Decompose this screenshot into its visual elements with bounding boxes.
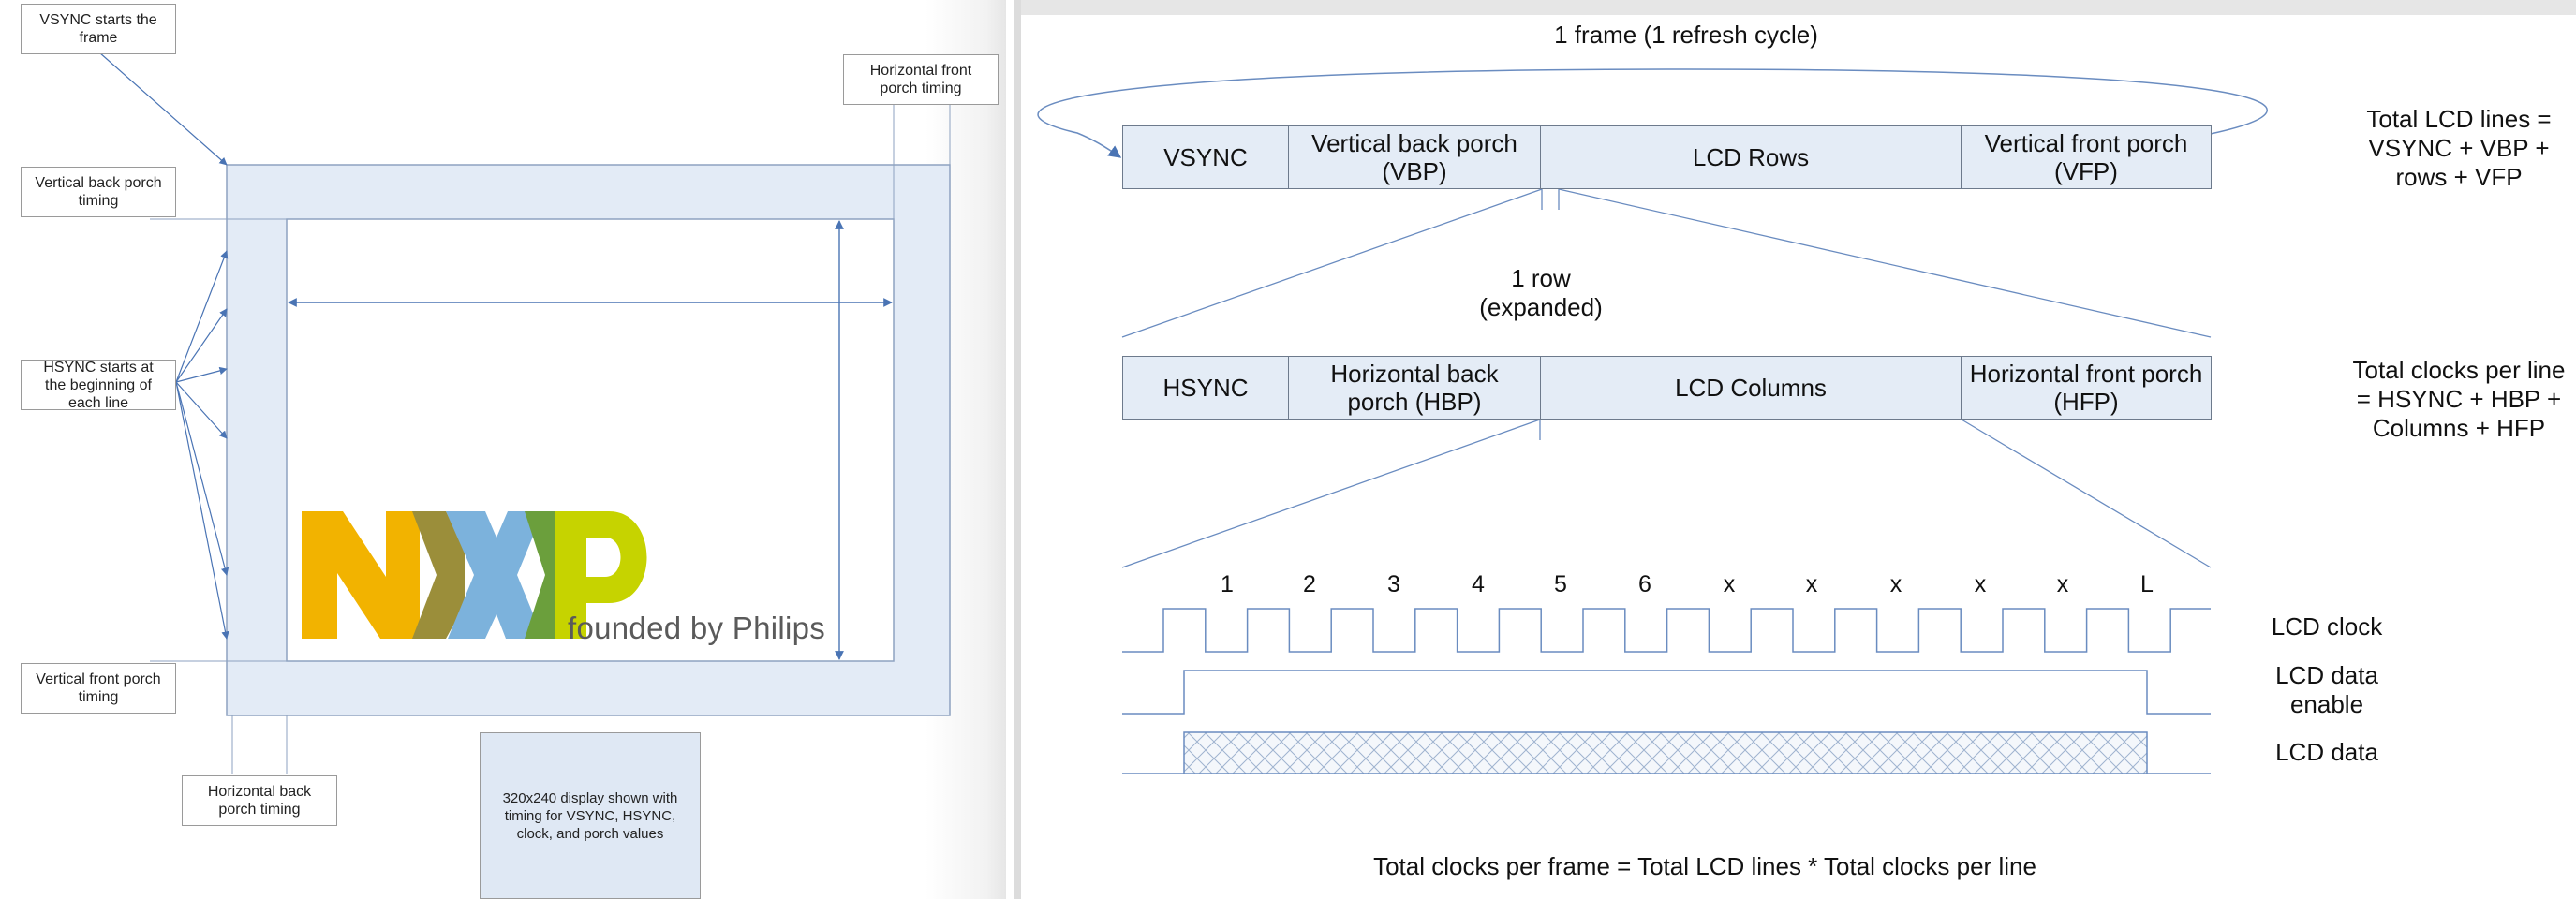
note-hsync-start: HSYNC starts at the beginning of each li… — [21, 360, 176, 411]
row-segment-lcd-columns: LCD Columns — [1540, 356, 1962, 420]
logo-x-left-shape — [412, 511, 465, 639]
panel-divider — [1014, 0, 1021, 899]
note-vertical-back-porch: Vertical back porch timing — [21, 167, 176, 217]
row-segment-hsync: HSYNC — [1122, 356, 1289, 420]
frame-segment-vsync: VSYNC — [1122, 125, 1289, 189]
total-clocks-per-frame-formula: Total clocks per frame = Total LCD lines… — [1373, 852, 2036, 880]
note-horizontal-back-porch: Horizontal back porch timing — [182, 775, 337, 826]
logo-tagline: founded by Philips — [568, 611, 826, 645]
clock-number: x — [1889, 571, 1902, 597]
lcd-data-enable-label: LCD data enable — [2275, 661, 2378, 718]
right-panel-top-strip — [1021, 0, 2576, 15]
note-horizontal-front-porch: Horizontal front porch timing — [843, 54, 999, 105]
row-segment-hbp: Horizontal back porch (HBP) — [1288, 356, 1541, 420]
clock-number: x — [1974, 571, 1987, 597]
clock-number: x — [1805, 571, 1818, 597]
vsync-callout-arrow — [98, 52, 228, 166]
clock-number: 1 — [1221, 571, 1234, 597]
row-segment-hfp: Horizontal front porch (HFP) — [1961, 356, 2212, 420]
clock-number: L — [2140, 571, 2154, 597]
display-frame-diagram — [98, 52, 951, 774]
note-vertical-front-porch: Vertical front porch timing — [21, 663, 176, 714]
clock-number: 6 — [1638, 571, 1651, 597]
frame-segment-vfp: Vertical front porch (VFP) — [1961, 125, 2212, 189]
logo-p-shape — [555, 511, 647, 639]
frame-segment-lcd-rows: LCD Rows — [1540, 125, 1962, 189]
clock-number: 3 — [1387, 571, 1400, 597]
hsync-callout-arrows — [175, 250, 229, 640]
lcd-clock-label: LCD clock — [2271, 612, 2383, 641]
row-expanded-label: 1 row (expanded) — [1479, 264, 1603, 321]
logo-x-right-shape — [525, 511, 555, 639]
logo-n-shape — [302, 511, 420, 639]
clock-number: 4 — [1472, 571, 1485, 597]
clock-number: x — [2056, 571, 2069, 597]
lcd-data-label: LCD data — [2275, 738, 2378, 766]
clock-number: 2 — [1303, 571, 1316, 597]
clock-number: x — [1723, 571, 1736, 597]
display-caption: 320x240 display shown with timing for VS… — [480, 732, 701, 899]
frame-title: 1 frame (1 refresh cycle) — [1554, 21, 1818, 49]
note-vsync-start: VSYNC starts the frame — [21, 4, 176, 54]
nxp-logo — [302, 511, 647, 639]
frame-segment-vbp: Vertical back porch (VBP) — [1288, 125, 1541, 189]
logo-x-middle-shape — [446, 511, 543, 639]
total-clocks-per-line-formula: Total clocks per line = HSYNC + HBP + Co… — [2352, 356, 2566, 442]
total-lcd-lines-formula: Total LCD lines = VSYNC + VBP + rows + V… — [2366, 105, 2552, 191]
clock-number: 5 — [1554, 571, 1567, 597]
